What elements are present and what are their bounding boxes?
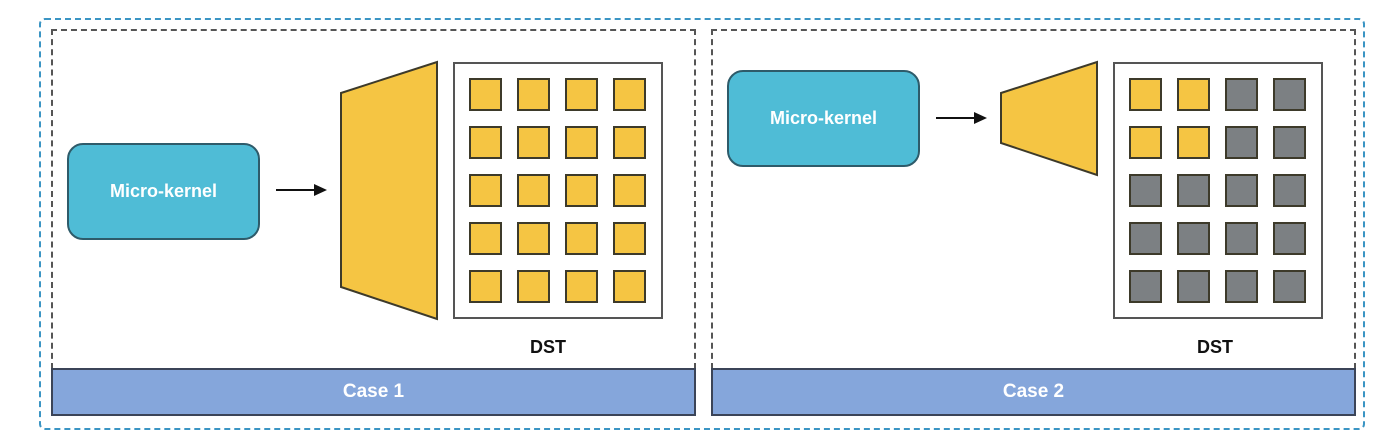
case-1-micro-kernel-box: Micro-kernel <box>67 143 260 240</box>
case-1-caption: Case 1 <box>342 381 405 402</box>
dst-cell-active <box>469 126 502 159</box>
case-1-panel <box>51 29 696 369</box>
case-2-micro-kernel-label: Micro-kernel <box>769 108 878 128</box>
case-1-arrow-icon <box>276 184 327 196</box>
dst-cell-active <box>565 270 598 303</box>
dst-cell-active <box>613 222 646 255</box>
dst-cell-inactive <box>1129 222 1162 255</box>
case-2-caption: Case 2 <box>1002 381 1065 402</box>
dst-cell-inactive <box>1177 222 1210 255</box>
case-2-arrow-icon <box>936 112 987 124</box>
dst-cell-inactive <box>1129 174 1162 207</box>
diagram-outer-frame <box>39 18 1365 430</box>
dst-cell-active <box>1129 78 1162 111</box>
case-2-panel <box>711 29 1356 369</box>
dst-cell-inactive <box>1177 270 1210 303</box>
dst-cell-active <box>1177 78 1210 111</box>
dst-cell-inactive <box>1273 78 1306 111</box>
case-1-dst-label: DST <box>530 337 566 357</box>
dst-cell-active <box>565 174 598 207</box>
dst-cell-active <box>517 78 550 111</box>
case-2-dst-label: DST <box>1197 337 1233 357</box>
case-1-trapezoid-shape <box>340 60 438 321</box>
dst-cell-inactive <box>1273 222 1306 255</box>
dst-cell-inactive <box>1225 270 1258 303</box>
case-2-micro-kernel-box: Micro-kernel <box>727 70 920 167</box>
case-2-caption-bar: Case 2 <box>711 368 1356 416</box>
dst-cell-active <box>517 126 550 159</box>
dst-cell-active <box>469 222 502 255</box>
dst-cell-active <box>517 270 550 303</box>
case-2-dst-grid <box>1113 62 1323 319</box>
dst-cell-inactive <box>1273 174 1306 207</box>
dst-cell-active <box>565 222 598 255</box>
dst-cell-active <box>565 78 598 111</box>
dst-cell-active <box>613 270 646 303</box>
dst-cell-active <box>613 78 646 111</box>
case-1-dst-grid <box>453 62 663 319</box>
dst-cell-active <box>565 126 598 159</box>
case-1-micro-kernel-label: Micro-kernel <box>109 181 218 201</box>
dst-cell-active <box>517 222 550 255</box>
dst-cell-active <box>469 174 502 207</box>
dst-cell-inactive <box>1225 78 1258 111</box>
case-1-caption-bar: Case 1 <box>51 368 696 416</box>
dst-cell-inactive <box>1129 270 1162 303</box>
dst-cell-active <box>613 174 646 207</box>
dst-cell-active <box>517 174 550 207</box>
dst-cell-inactive <box>1225 126 1258 159</box>
dst-cell-inactive <box>1225 174 1258 207</box>
case-2-trapezoid-shape <box>1000 60 1098 177</box>
dst-cell-inactive <box>1225 222 1258 255</box>
dst-cell-active <box>613 126 646 159</box>
dst-cell-active <box>1177 126 1210 159</box>
dst-cell-active <box>469 270 502 303</box>
dst-cell-active <box>1129 126 1162 159</box>
dst-cell-inactive <box>1273 126 1306 159</box>
dst-cell-inactive <box>1273 270 1306 303</box>
dst-cell-active <box>469 78 502 111</box>
dst-cell-inactive <box>1177 174 1210 207</box>
